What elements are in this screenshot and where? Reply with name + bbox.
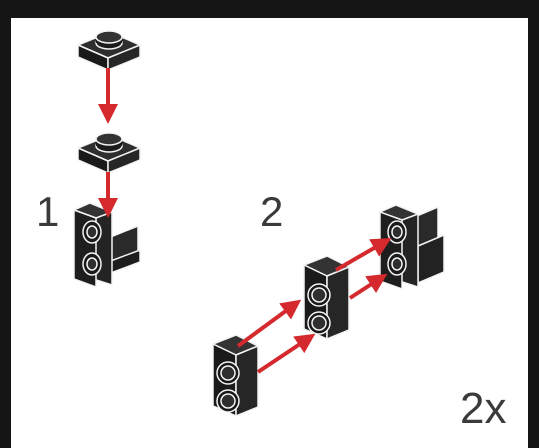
assembly-arrow-icon (335, 238, 392, 272)
step-number-1: 1 (36, 188, 60, 235)
plate-1x2-icon (303, 255, 350, 340)
quantity-label: 2x (460, 384, 507, 433)
step-number-2: 2 (260, 188, 284, 235)
bracket-1x1-1x2-icon (379, 204, 445, 290)
plate-1x2-icon (212, 334, 259, 417)
assembly-arrow-icon (348, 273, 388, 300)
assembly-arrow-icon (236, 299, 302, 348)
bracket-1x1-1x2-icon (73, 202, 141, 288)
plate-1x1-icon (77, 30, 141, 71)
assembly-arrow-icon (256, 333, 316, 374)
plate-1x1-icon (77, 132, 141, 174)
